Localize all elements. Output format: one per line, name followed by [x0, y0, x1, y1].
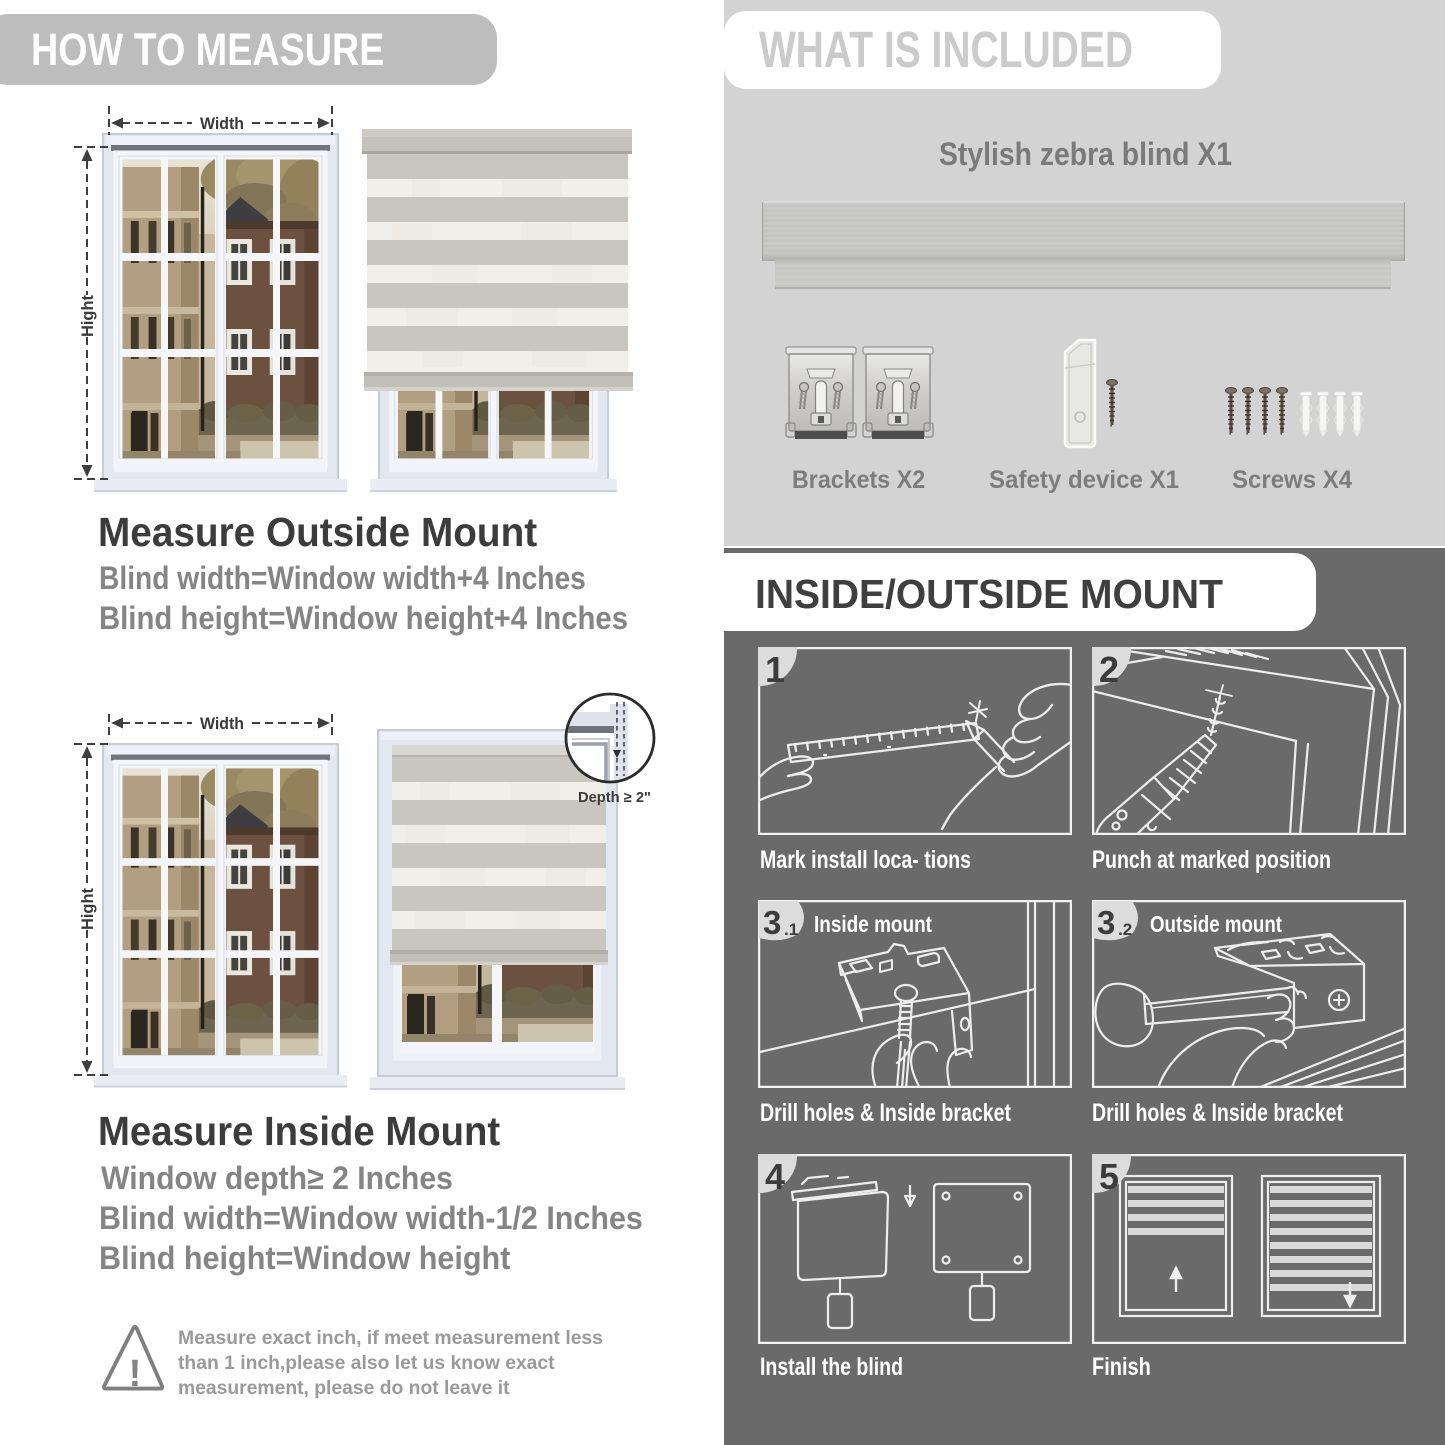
svg-text:5: 5	[1099, 1156, 1119, 1197]
svg-text:.2: .2	[1118, 920, 1132, 939]
svg-text:Inside mount: Inside mount	[814, 911, 932, 937]
svg-text:.1: .1	[784, 920, 798, 939]
svg-text:Hight: Hight	[78, 295, 97, 337]
svg-text:4: 4	[765, 1156, 785, 1197]
svg-text:Depth ≥ 2": Depth ≥ 2"	[578, 790, 651, 806]
svg-text:1: 1	[765, 649, 785, 690]
svg-text:!: !	[129, 1353, 142, 1395]
svg-text:3: 3	[763, 904, 781, 941]
svg-text:Hight: Hight	[78, 888, 97, 930]
svg-text:3: 3	[1097, 904, 1115, 941]
svg-text:Width: Width	[200, 114, 244, 133]
svg-text:2: 2	[1099, 649, 1119, 690]
svg-text:Width: Width	[200, 714, 244, 733]
svg-text:Outside mount: Outside mount	[1150, 911, 1282, 937]
